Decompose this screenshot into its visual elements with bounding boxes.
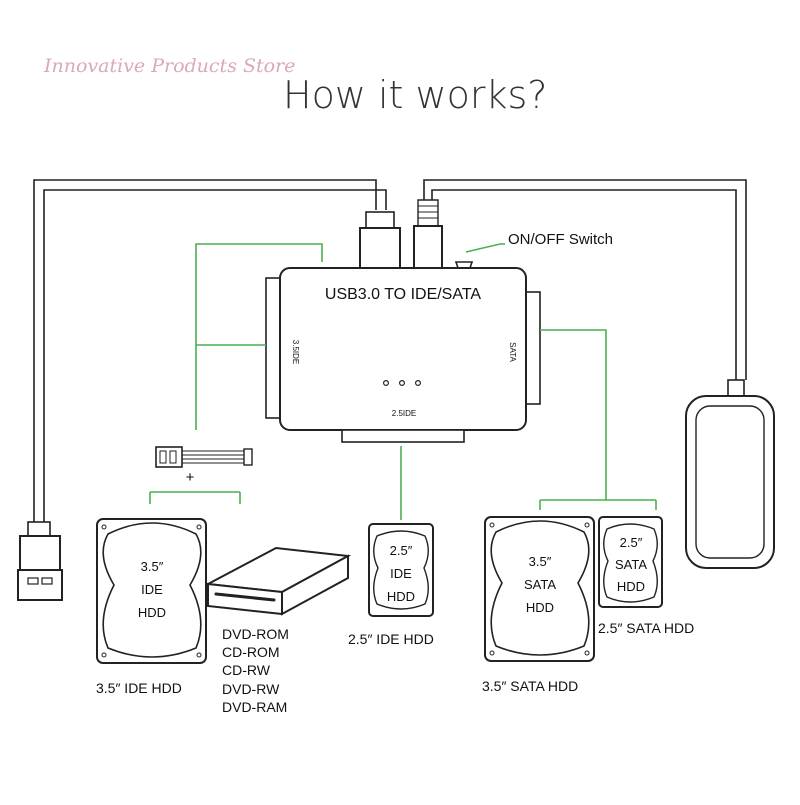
port-label-left: 3.5IDE <box>291 340 300 364</box>
sata35-caption: 3.5″ SATA HDD <box>482 678 578 694</box>
ide35-caption: 3.5″ IDE HDD <box>96 680 182 696</box>
optical-drive-icon <box>204 546 352 616</box>
power-connector-icon <box>155 446 253 468</box>
sata35-label-line1: 3.5″ <box>529 554 552 569</box>
sata35-label-line3: HDD <box>526 600 554 615</box>
sata35-label-line2: SATA <box>524 577 556 592</box>
ide35-label-line3: HDD <box>138 605 166 620</box>
sata25-label-line3: HDD <box>617 579 645 594</box>
power-cable <box>413 179 747 380</box>
ide35-label-line2: IDE <box>141 582 163 597</box>
connector-lines <box>149 243 657 520</box>
power-adapter-icon <box>685 379 775 569</box>
optical-caption-4: DVD-RW <box>222 681 280 697</box>
sata25-label-line2: SATA <box>615 557 647 572</box>
sata25-caption: 2.5″ SATA HDD <box>598 620 694 636</box>
sata-35-hdd-icon: 3.5″ SATA HDD <box>484 516 595 662</box>
ide-25-hdd-icon: 2.5″ IDE HDD <box>368 523 434 617</box>
usb-cable <box>33 179 401 522</box>
optical-caption-1: DVD-ROM <box>222 626 289 642</box>
store-watermark: Innovative Products Store <box>43 55 295 77</box>
optical-caption-5: DVD-RAM <box>222 699 287 715</box>
switch-label: ON/OFF Switch <box>508 231 613 248</box>
power-plus-sign: + <box>186 469 195 486</box>
adapter-box <box>265 267 541 443</box>
port-label-bottom: 2.5IDE <box>392 409 416 418</box>
optical-caption-3: CD-RW <box>222 662 271 678</box>
sata-25-hdd-icon: 2.5″ SATA HDD <box>598 516 663 608</box>
sata25-label-line1: 2.5″ <box>620 535 643 550</box>
ide-35-hdd-icon: 3.5″ IDE HDD <box>96 518 207 664</box>
usb-plug-icon <box>17 521 63 601</box>
adapter-label: USB3.0 TO IDE/SATA <box>325 286 482 303</box>
ide25-label-line2: IDE <box>390 566 412 581</box>
ide25-caption: 2.5″ IDE HDD <box>348 631 434 647</box>
ide25-label-line1: 2.5″ <box>390 543 413 558</box>
ide35-label-line1: 3.5″ <box>141 559 164 574</box>
on-off-switch <box>454 243 505 269</box>
optical-caption-2: CD-ROM <box>222 644 280 660</box>
port-label-right: SATA <box>508 342 517 362</box>
page-title: How it works? <box>283 73 547 117</box>
ide25-label-line3: HDD <box>387 589 415 604</box>
